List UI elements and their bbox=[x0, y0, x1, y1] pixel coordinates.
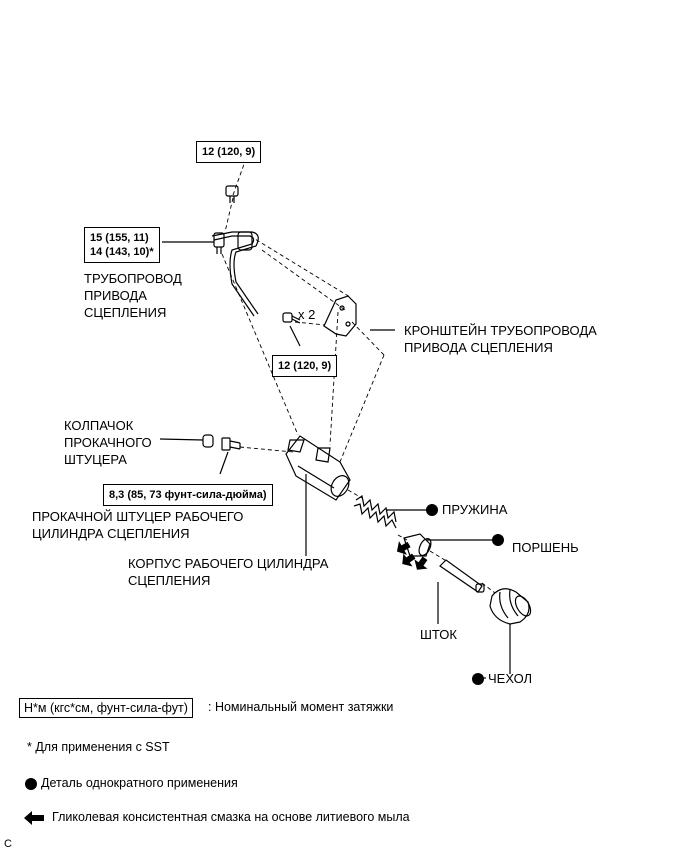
label-bleeder-line2: ЦИЛИНДРА СЦЕПЛЕНИЯ bbox=[32, 526, 190, 541]
label-cap-line1: КОЛПАЧОК bbox=[64, 418, 134, 433]
label-bracket: КРОНШТЕЙН ТРУБОПРОВОДА ПРИВОДА СЦЕПЛЕНИЯ bbox=[404, 322, 597, 356]
label-spring: ПРУЖИНА bbox=[442, 502, 508, 517]
label-pipe: ТРУБОПРОВОД ПРИВОДА СЦЕПЛЕНИЯ bbox=[84, 270, 182, 321]
legend-torque-desc: : Номинальный момент затяжки bbox=[208, 700, 394, 714]
label-boot: ЧЕХОЛ bbox=[488, 671, 533, 686]
torque-box-top-bolt: 12 (120, 9) bbox=[196, 141, 262, 163]
count-marker: x 2 bbox=[298, 307, 316, 322]
nonreusable-mark-spring bbox=[426, 504, 438, 516]
label-body-line2: СЦЕПЛЕНИЯ bbox=[128, 573, 211, 588]
torque-box-pipe-fitting: 15 (155, 11) 14 (143, 10)* bbox=[84, 227, 160, 263]
nonreusable-mark-piston bbox=[492, 534, 504, 546]
label-bleeder-plug: ПРОКАЧНОЙ ШТУЦЕР РАБОЧЕГО ЦИЛИНДРА СЦЕПЛ… bbox=[32, 508, 243, 542]
label-pipe-line2: ПРИВОДА bbox=[84, 288, 147, 303]
nonreusable-mark-boot bbox=[472, 673, 484, 685]
legend-sst-note: * Для применения с SST bbox=[27, 740, 170, 754]
torque-line-1: 15 (155, 11) bbox=[90, 232, 149, 244]
label-cylinder-body: КОРПУС РАБОЧЕГО ЦИЛИНДРА СЦЕПЛЕНИЯ bbox=[128, 555, 328, 589]
label-bracket-line2: ПРИВОДА СЦЕПЛЕНИЯ bbox=[404, 340, 553, 355]
legend-grease: Гликолевая консистентная смазка на основ… bbox=[52, 810, 410, 824]
label-body-line1: КОРПУС РАБОЧЕГО ЦИЛИНДРА bbox=[128, 556, 329, 571]
corner-mark: C bbox=[4, 838, 12, 850]
label-rod: ШТОК bbox=[420, 627, 457, 642]
label-pipe-line3: СЦЕПЛЕНИЯ bbox=[84, 305, 167, 320]
torque-box-bracket-bolt: 12 (120, 9) bbox=[272, 355, 338, 377]
label-cap-line3: ШТУЦЕРА bbox=[64, 452, 127, 467]
label-bracket-line1: КРОНШТЕЙН ТРУБОПРОВОДА bbox=[404, 323, 597, 338]
legend-torque-unit-box: Н*м (кгс*см, фунт-сила-фут) bbox=[19, 698, 193, 718]
label-cap-line2: ПРОКАЧНОГО bbox=[64, 435, 152, 450]
label-bleeder-line1: ПРОКАЧНОЙ ШТУЦЕР РАБОЧЕГО bbox=[32, 509, 244, 524]
legend-arrow-icon bbox=[24, 811, 44, 825]
grease-arrows bbox=[396, 541, 428, 570]
torque-line-2: 14 (143, 10)* bbox=[90, 246, 154, 258]
legend-nonreusable: Деталь однократного применения bbox=[41, 776, 238, 790]
label-pipe-line1: ТРУБОПРОВОД bbox=[84, 271, 182, 286]
label-piston: ПОРШЕНЬ bbox=[512, 540, 579, 555]
label-cap: КОЛПАЧОК ПРОКАЧНОГО ШТУЦЕРА bbox=[64, 417, 152, 468]
torque-box-bleeder-plug: 8,3 (85, 73 фунт-сила-дюйма) bbox=[103, 484, 273, 506]
legend-dot-icon bbox=[25, 778, 37, 790]
